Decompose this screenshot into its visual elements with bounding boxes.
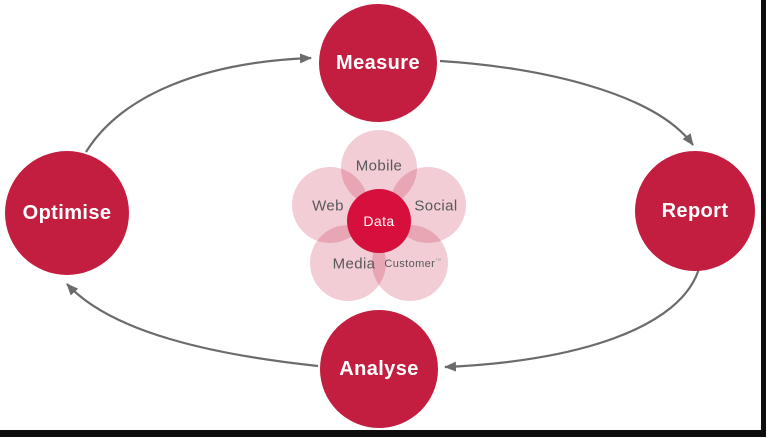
customer-trademark-mark: ™ [435,258,442,265]
petal-label-web: Web [312,197,344,215]
arrow-optimise-to-measure [85,53,312,153]
arrow-measure-to-report [439,59,694,146]
node-analyse-label: Analyse [339,357,419,380]
node-measure: Measure [319,4,437,122]
petal-label-customer: Customer™ [384,258,442,270]
frame-border-right [761,0,766,437]
node-analyse: Analyse [320,310,438,428]
petal-label-media: Media [332,255,376,273]
node-optimise-label: Optimise [22,201,112,224]
frame-border-bottom [0,430,766,437]
node-report: Report [635,151,755,271]
hub-data-label: Data [363,213,395,229]
petal-label-social: Social [414,197,458,215]
node-optimise: Optimise [5,151,129,275]
arrow-analyse-to-optimise [66,283,319,368]
node-measure-label: Measure [336,51,420,74]
node-report-label: Report [661,199,729,222]
hub-data-circle: Data [347,189,411,253]
arrow-report-to-analyse [444,264,702,372]
petal-label-mobile: Mobile [355,157,403,175]
